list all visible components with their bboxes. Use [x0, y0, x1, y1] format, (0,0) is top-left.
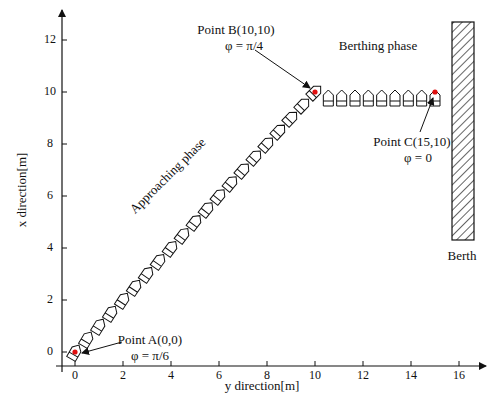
- ship-outline: [198, 200, 216, 219]
- tick-mark: [363, 361, 364, 366]
- ship-positions: [67, 83, 440, 362]
- tick-mark: [123, 361, 124, 366]
- tick-mark: [62, 352, 67, 353]
- ship-outline: [337, 90, 347, 106]
- ship-outline: [162, 239, 179, 258]
- axis-ticks: [62, 40, 459, 366]
- tick-label: 0: [72, 369, 78, 382]
- annotation-label: Berth: [448, 249, 477, 263]
- tick-label: 6: [47, 189, 53, 202]
- annotation-label: Approaching phase: [127, 135, 208, 216]
- ship-outline: [210, 187, 228, 206]
- ship-outline: [103, 304, 120, 323]
- ship-outline: [294, 96, 312, 114]
- ship-outline: [430, 90, 440, 106]
- ship-outline: [150, 252, 167, 271]
- ship-outline: [234, 161, 252, 180]
- ship-outline: [67, 343, 84, 362]
- ship-outline: [403, 90, 413, 106]
- tick-label: 14: [405, 369, 417, 382]
- tick-mark: [411, 361, 412, 366]
- ship-outline: [350, 90, 360, 106]
- tick-label: 10: [44, 85, 56, 98]
- tick-label: 0: [47, 345, 53, 358]
- annotation-label: y direction[m]: [225, 379, 300, 393]
- tick-mark: [459, 361, 460, 366]
- ship-outline: [79, 330, 96, 349]
- tick-mark: [62, 248, 67, 249]
- tick-label: 2: [120, 369, 126, 382]
- tick-label: 8: [264, 369, 270, 382]
- annotation-label: x direction[m]: [15, 153, 29, 228]
- ship-outline: [377, 90, 387, 106]
- annotation-label: Point A(0,0): [118, 333, 182, 347]
- tick-label: 6: [216, 369, 222, 382]
- point-marker: [72, 349, 77, 354]
- tick-mark: [62, 92, 67, 93]
- leader-arrow: [420, 98, 433, 132]
- point-marker: [312, 89, 317, 94]
- tick-mark: [171, 361, 172, 366]
- ship-outline: [282, 109, 300, 127]
- annotation-label: φ = 0: [404, 151, 432, 165]
- annotation-label: Berthing phase: [339, 39, 417, 53]
- ship-outline: [174, 226, 192, 245]
- ship-outline: [363, 90, 373, 106]
- ship-outline: [323, 90, 333, 106]
- annotation-label: φ = π/4: [225, 39, 263, 53]
- ship-outline: [114, 291, 131, 310]
- tick-mark: [62, 300, 67, 301]
- point-marker: [432, 89, 437, 94]
- leader-arrow: [82, 342, 122, 353]
- tick-label: 12: [44, 33, 56, 46]
- tick-label: 8: [47, 137, 53, 150]
- tick-label: 4: [47, 241, 53, 254]
- ship-outline: [270, 122, 288, 141]
- tick-label: 4: [168, 369, 174, 382]
- tick-mark: [267, 361, 268, 366]
- ship-outline: [222, 174, 240, 193]
- x-axis: [61, 10, 62, 372]
- annotation-label: Point B(10,10): [197, 23, 274, 37]
- ship-outline: [390, 90, 400, 106]
- ship-outline: [306, 83, 324, 101]
- ship-outline: [246, 148, 264, 167]
- tick-label: 12: [357, 369, 369, 382]
- tick-label: 10: [309, 369, 321, 382]
- ship-outline: [258, 135, 276, 154]
- ship-outline: [186, 213, 204, 232]
- tick-mark: [62, 144, 67, 145]
- leader-arrow: [255, 50, 310, 88]
- tick-label: 2: [47, 293, 53, 306]
- y-axis: [56, 365, 486, 366]
- annotation-label: Point C(15,10): [373, 135, 450, 149]
- tick-mark: [62, 196, 67, 197]
- tick-mark: [62, 40, 67, 41]
- ship-outline: [417, 90, 427, 106]
- tick-mark: [219, 361, 220, 366]
- ship-outline: [138, 265, 155, 284]
- tick-label: 16: [453, 369, 465, 382]
- ship-outline: [126, 278, 143, 297]
- tick-mark: [315, 361, 316, 366]
- berth-wall: [452, 22, 474, 240]
- annotation-label: φ = π/6: [131, 349, 169, 363]
- ship-outline: [91, 317, 108, 336]
